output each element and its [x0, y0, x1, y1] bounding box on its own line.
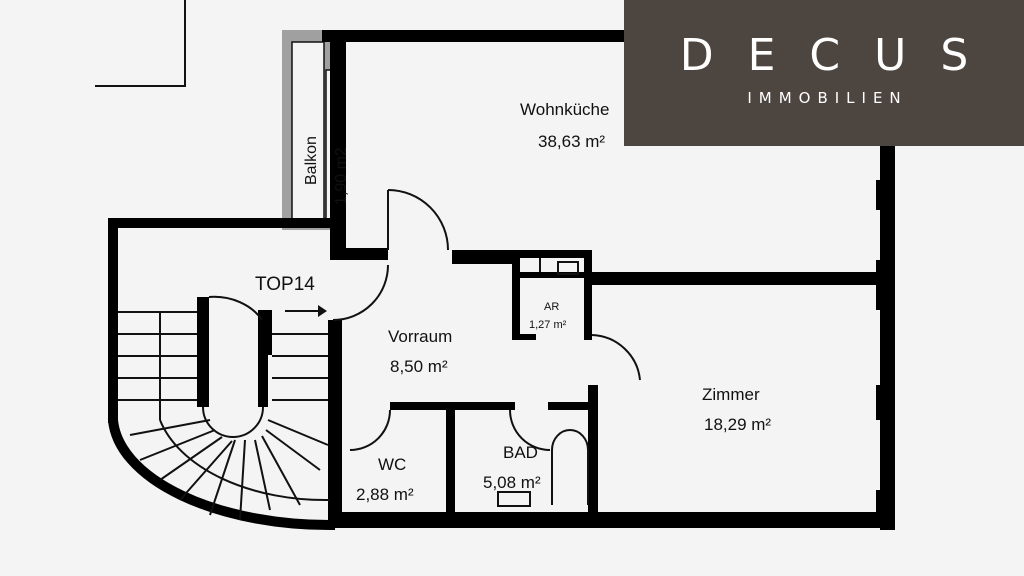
room-area-wc: 2,88 m²	[356, 485, 414, 504]
room-area-zimmer: 18,29 m²	[704, 415, 771, 434]
logo-tagline: IMMOBILIEN	[747, 89, 908, 107]
room-area-vorraum: 8,50 m²	[390, 357, 448, 376]
room-name-bad: BAD	[503, 443, 538, 462]
room-name-vorraum: Vorraum	[388, 327, 452, 346]
stair-curved-wall	[108, 419, 336, 531]
entrance-arrow-icon	[285, 305, 327, 317]
room-area-ar: 1,27 m²	[529, 319, 567, 331]
entrance-label: TOP14	[255, 274, 315, 295]
staircase	[118, 295, 331, 521]
door-swings	[332, 189, 641, 507]
room-area-bad: 5,08 m²	[483, 473, 541, 492]
room-name-zimmer: Zimmer	[702, 385, 760, 404]
walls	[108, 30, 895, 530]
room-area-wohnkueche: 38,63 m²	[538, 132, 605, 151]
room-name-ar: AR	[544, 301, 559, 313]
room-area-balkon: 1,90 m2	[333, 147, 350, 205]
room-name-wohnkueche: Wohnküche	[520, 100, 609, 119]
room-name-balkon: Balkon	[303, 136, 320, 185]
logo-brand: DECUS	[679, 30, 1003, 81]
decus-logo: DECUS IMMOBILIEN	[624, 0, 1024, 146]
room-name-wc: WC	[378, 455, 406, 474]
exterior-lines	[95, 0, 186, 87]
